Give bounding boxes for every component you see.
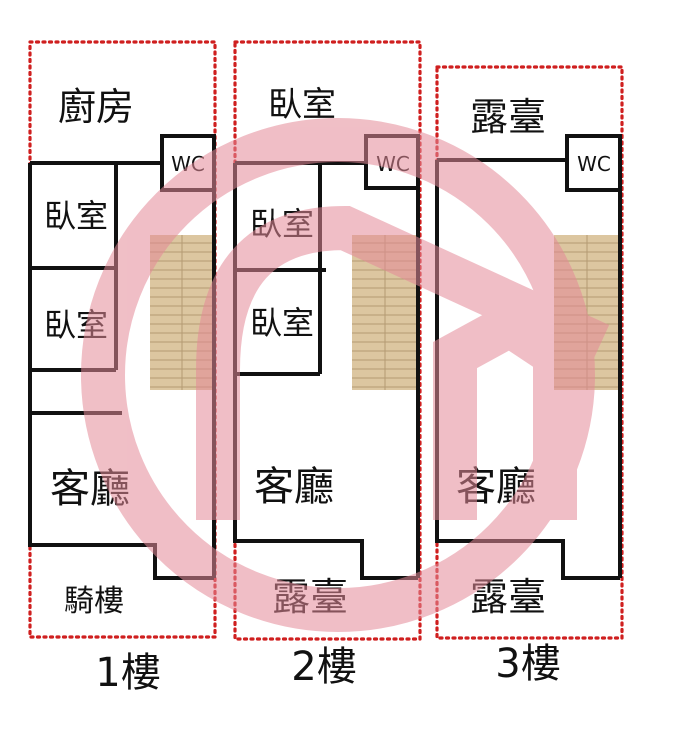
floor-2-bedroom-top-label: 臥室 [268,85,336,125]
floor-1-arcade-label: 騎樓 [64,584,124,619]
floor-1-caption: 1樓 [95,650,160,696]
floor-1-kitchen-label: 廚房 [58,85,134,129]
house-in-circle-logo-icon [81,118,610,632]
watermark-house-shape [196,205,610,520]
floor-3-caption: 3樓 [495,641,560,687]
floor-3-wc [565,134,622,192]
floor-2-caption: 2樓 [291,644,356,690]
floor-3-terrace-label: 露臺 [470,95,546,139]
floor-3-wc-label: WC [577,152,611,176]
floor-2-living-room-label: 客廳 [254,464,334,510]
floor-2-bedroom-2-label: 臥室 [250,304,314,342]
floor-1-bedroom-1-label: 臥室 [44,197,108,235]
